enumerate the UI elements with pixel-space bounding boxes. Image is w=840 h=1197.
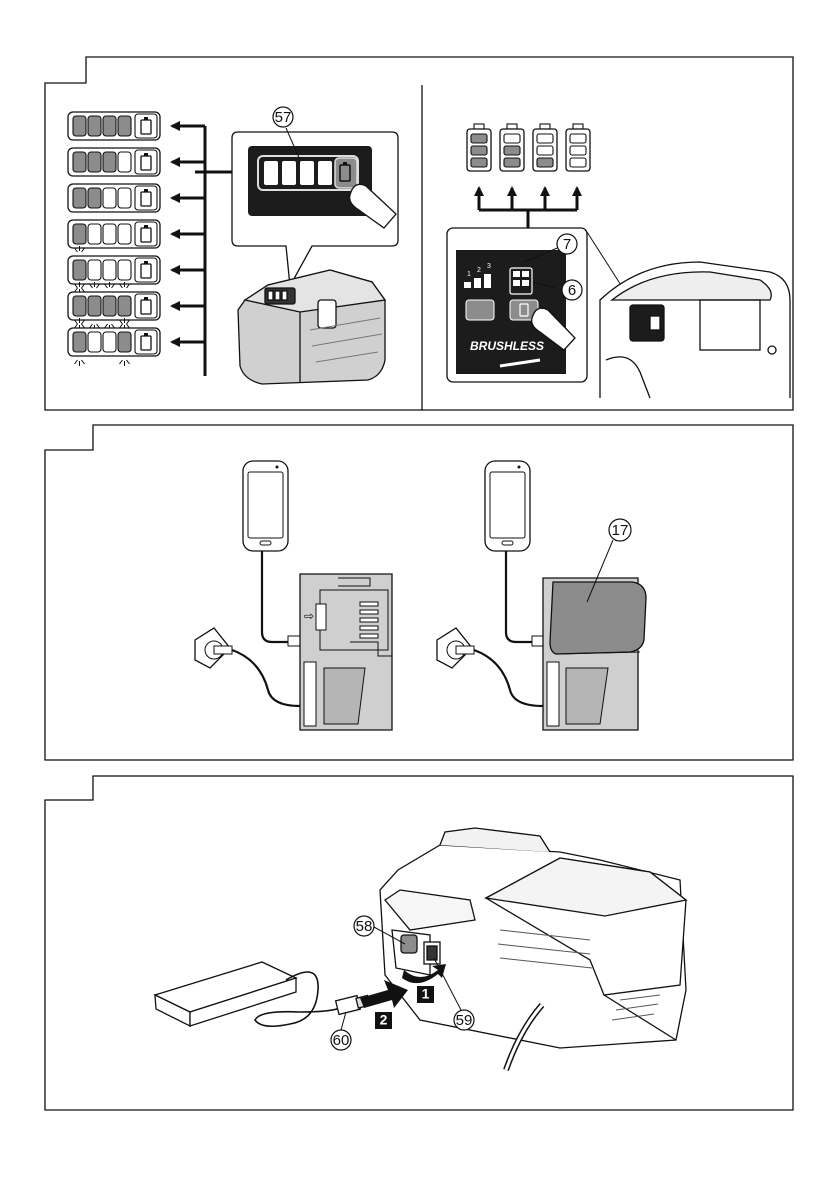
brand-label: BRUSHLESS bbox=[470, 339, 544, 353]
indicator-segment bbox=[118, 224, 131, 244]
battery-icon bbox=[141, 192, 151, 206]
figure-c-left-charger: ⇨ bbox=[195, 461, 392, 730]
indicator-segment bbox=[103, 152, 116, 172]
smartphone-icon bbox=[485, 461, 530, 551]
callout-57: 57 bbox=[275, 109, 292, 126]
figure-b: 1 2 3 BRUSHLESS 7 6 bbox=[447, 124, 790, 398]
battery-icon bbox=[141, 228, 151, 242]
indicator-segment bbox=[73, 188, 86, 208]
battery-icon bbox=[141, 264, 151, 278]
figure-d: 1 2 58 59 60 bbox=[0, 828, 686, 1070]
indicator-segment bbox=[88, 152, 101, 172]
tool-zoom-panel: 1 2 3 BRUSHLESS 7 6 bbox=[447, 228, 587, 382]
battery-on-charger bbox=[550, 582, 646, 654]
indicator-segment bbox=[103, 116, 116, 136]
indicator-segment bbox=[118, 188, 131, 208]
wall-outlet-icon bbox=[195, 628, 232, 668]
indicator-segment bbox=[73, 260, 86, 280]
indicator-segment bbox=[88, 188, 101, 208]
indicator-segment bbox=[88, 296, 101, 316]
indicator-state-row bbox=[68, 184, 205, 212]
indicator-segment bbox=[103, 188, 116, 208]
svg-text:1: 1 bbox=[467, 271, 471, 278]
svg-text:2: 2 bbox=[477, 267, 481, 274]
indicator-segment bbox=[103, 224, 116, 244]
indicator-segment bbox=[88, 260, 101, 280]
battery-pack-illustration bbox=[238, 270, 385, 384]
indicator-state-row bbox=[68, 282, 205, 330]
svg-text:⇨: ⇨ bbox=[304, 609, 314, 623]
indicator-segment bbox=[103, 260, 116, 280]
indicator-segment bbox=[88, 224, 101, 244]
indicator-segment bbox=[73, 332, 86, 352]
tool-battery-icons bbox=[467, 124, 590, 171]
callout-59: 59 bbox=[456, 1012, 473, 1029]
charger-body: ⇨ bbox=[300, 574, 392, 730]
indicator-state-row bbox=[68, 112, 205, 140]
battery-icon bbox=[141, 336, 151, 350]
battery-icon bbox=[141, 156, 151, 170]
battery-icon bbox=[141, 300, 151, 314]
mode-button bbox=[466, 300, 494, 320]
indicator-state-row bbox=[68, 220, 205, 248]
indicator-segment bbox=[103, 332, 116, 352]
indicator-segment bbox=[88, 332, 101, 352]
svg-text:3: 3 bbox=[487, 263, 491, 270]
indicator-segment bbox=[88, 116, 101, 136]
callout-17: 17 bbox=[612, 522, 629, 539]
indicator-segment bbox=[118, 332, 131, 352]
indicator-segment bbox=[118, 152, 131, 172]
tool-battery-icon bbox=[467, 124, 491, 171]
callout-6: 6 bbox=[568, 282, 576, 299]
tool-battery-icon bbox=[533, 124, 557, 171]
smartphone-icon bbox=[243, 461, 288, 551]
figure-c-right-charger: 17 bbox=[437, 461, 646, 730]
tool-body-illustration bbox=[587, 232, 790, 398]
figure-a: 57 bbox=[68, 107, 398, 384]
indicator-segment bbox=[118, 296, 131, 316]
indicator-state-row bbox=[68, 318, 205, 366]
figure-frame-middle bbox=[45, 425, 793, 760]
indicator-segment bbox=[118, 260, 131, 280]
wall-outlet-icon bbox=[437, 628, 474, 668]
zoom-bubble: 57 bbox=[232, 107, 398, 286]
indicator-state-row bbox=[68, 246, 205, 294]
indicator-segment bbox=[73, 152, 86, 172]
callout-58: 58 bbox=[356, 918, 373, 935]
indicator-segment bbox=[103, 296, 116, 316]
callout-7: 7 bbox=[563, 236, 571, 253]
callout-60: 60 bbox=[333, 1032, 350, 1049]
step-1-label: 1 bbox=[422, 986, 430, 1002]
indicator-segment bbox=[73, 116, 86, 136]
indicator-state-row bbox=[68, 148, 205, 176]
battery-icon bbox=[141, 120, 151, 134]
indicator-segment bbox=[73, 296, 86, 316]
tool-battery-icon bbox=[566, 124, 590, 171]
tool-battery-icon bbox=[500, 124, 524, 171]
indicator-state-list bbox=[68, 112, 205, 366]
indicator-segment bbox=[73, 224, 86, 244]
indicator-segment bbox=[118, 116, 131, 136]
step-2-label: 2 bbox=[380, 1012, 388, 1028]
